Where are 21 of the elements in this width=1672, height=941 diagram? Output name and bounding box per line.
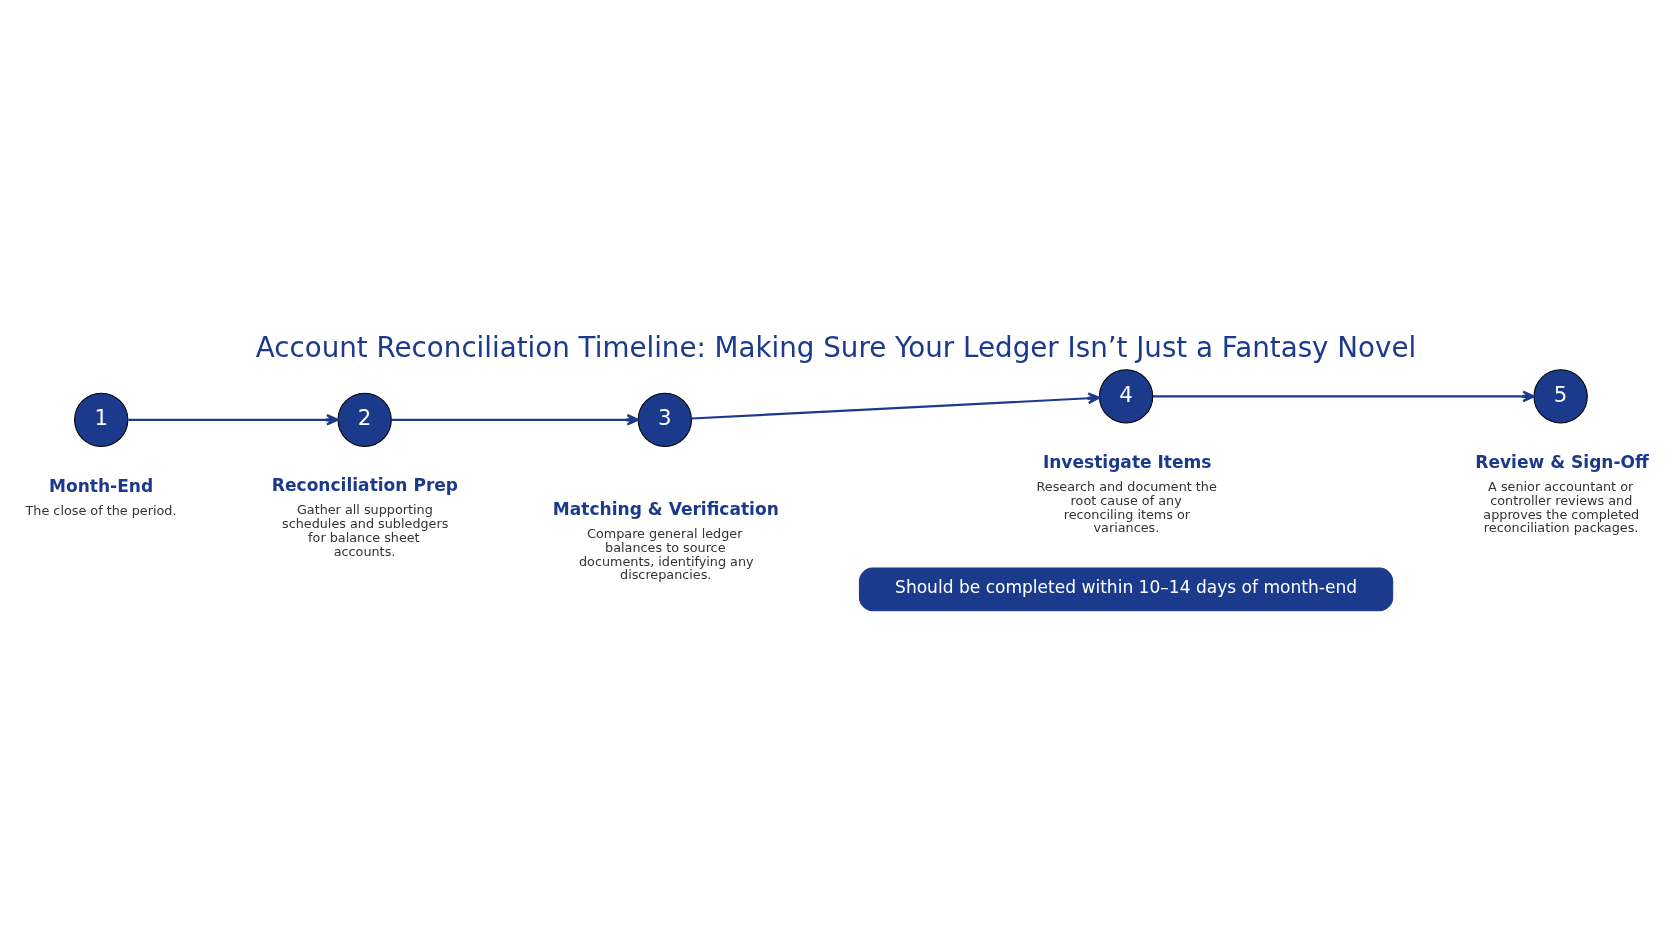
node-circle: 5 (1533, 369, 1588, 424)
node-label: Research and document the root cause of any reconciling items or variances. (1036, 478, 1217, 536)
node-circle: 4 (1098, 369, 1154, 424)
node-label: Matching & Verification (552, 498, 779, 519)
node-circle: 1 (74, 392, 129, 448)
arrow (691, 392, 1101, 420)
node-label: Month-End (48, 476, 154, 497)
node-label: A senior accountant or controller reviews and approves the completed reconciliation packages. (1483, 478, 1640, 536)
arrow (128, 414, 339, 426)
node-circle: 3 (637, 392, 693, 448)
arrow (391, 414, 640, 426)
arrow (1152, 390, 1535, 403)
diagram-title: Account Reconciliation Timeline: Making Sure Your Ledger Isn’t Just a Fantasy Novel (255, 330, 1417, 364)
node-circle: 2 (337, 392, 392, 448)
node-label: Compare general ledger balances to source documents, identifying any discrepancies. (578, 525, 754, 583)
node-label: Review & Sign-Off (1475, 451, 1649, 472)
label: Should be completed within 10–14 days of month-end (895, 577, 1358, 598)
node-label: Gather all supporting schedules and subledgers for balance sheet accounts. (281, 502, 449, 559)
node-label: Reconciliation Prep (271, 475, 459, 496)
node-label: The close of the period. (25, 503, 177, 519)
node-label: Investigate Items (1042, 451, 1212, 472)
